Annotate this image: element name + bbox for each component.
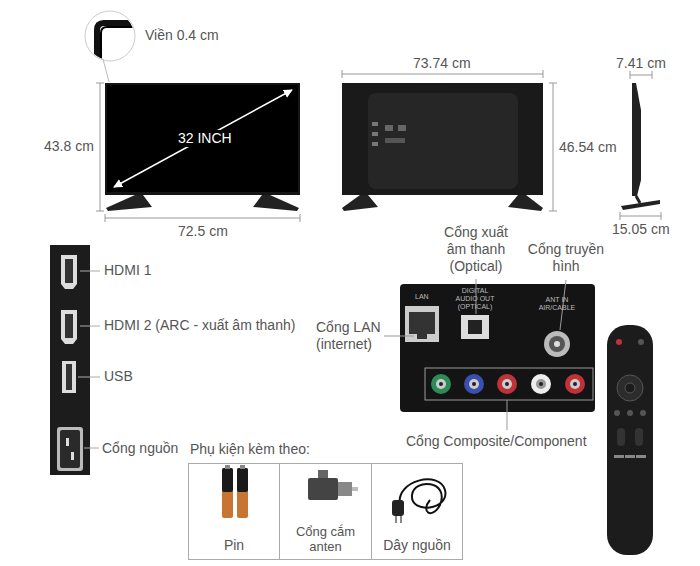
width-dimension: 73.74 cm: [413, 55, 471, 72]
panel-print: DIGITAL AUDIO OUT (OPTICAL): [452, 287, 498, 311]
accessories-box: Phụ kiện kèm theo:PinCổng cắm antenDây n…: [188, 463, 463, 560]
screen-size: 32 INCH: [175, 130, 235, 147]
accessory-cell: Dây nguồn: [372, 464, 462, 559]
depth-dimension: 7.41 cm: [616, 55, 666, 72]
accessory-cell: Pin: [189, 464, 280, 559]
panel-print: LAN: [415, 293, 429, 301]
height-dimension: 43.8 cm: [44, 138, 94, 155]
port-group-name: Cổng Composite/Component: [406, 433, 587, 450]
port-name: Cổng xuất âm thanh (Optical): [435, 224, 517, 275]
bezel-dimension: Viền 0.4 cm: [145, 27, 219, 44]
accessory-name: Pin: [193, 537, 275, 554]
port-name: Cổng truyền hình: [520, 241, 612, 275]
port-name: HDMI 1: [104, 262, 151, 279]
port-name: HDMI 2 (ARC - xuất âm thanh): [104, 317, 295, 334]
accessory-cell: Cổng cắm anten: [280, 464, 372, 559]
port-name: Cổng nguồn: [102, 440, 178, 457]
panel-print: ANT IN AIR/CABLE: [535, 296, 579, 312]
group-heading: Phụ kiện kèm theo:: [190, 441, 310, 458]
port-name: USB: [104, 368, 133, 385]
width-dimension: 72.5 cm: [178, 223, 228, 240]
port-name: Cổng LAN (internet): [316, 319, 386, 353]
accessory-name: Dây nguồn: [376, 537, 458, 554]
stand-depth-dimension: 15.05 cm: [612, 221, 670, 238]
accessory-name: Cổng cắm anten: [284, 524, 367, 554]
height-dimension: 46.54 cm: [559, 139, 617, 156]
